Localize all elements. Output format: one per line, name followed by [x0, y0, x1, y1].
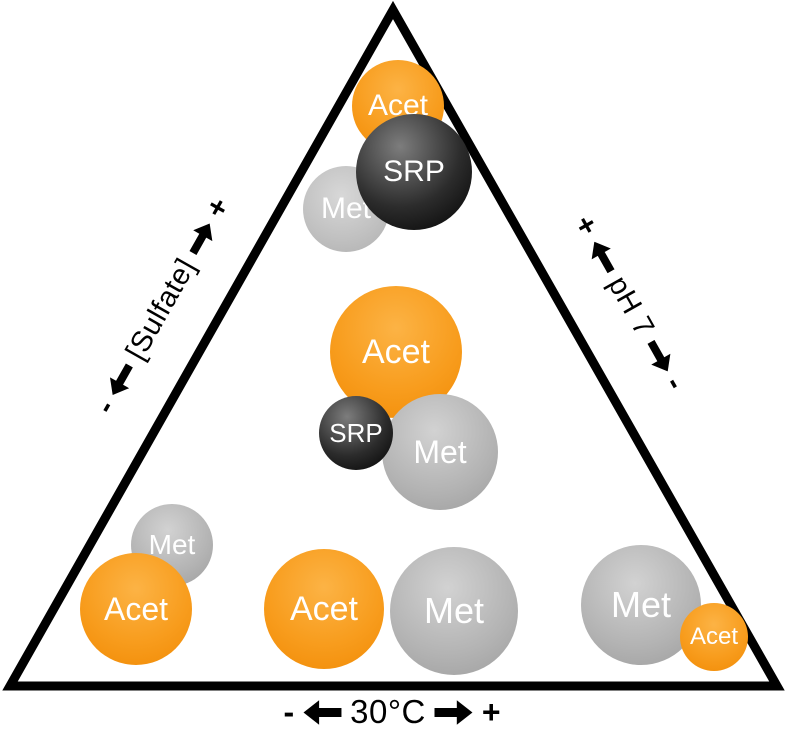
arrow-right-icon	[189, 223, 213, 256]
arrow-right-icon	[434, 699, 473, 725]
bubble-acet: Acet	[264, 549, 384, 669]
bubble-acet: Acet	[680, 603, 748, 671]
axis-ph: + pH 7 -	[566, 210, 692, 396]
arrow-left-icon	[591, 241, 615, 273]
temperature-axis-label: 30°C	[350, 693, 426, 730]
bubble-srp: SRP	[319, 396, 393, 470]
arrow-right-icon	[647, 339, 671, 372]
bubble-srp: SRP	[356, 114, 472, 230]
temperature-min-sign: -	[283, 693, 295, 730]
bubble-acet: Acet	[80, 553, 192, 665]
axis-temperature: - 30°C +	[283, 693, 500, 731]
arrow-left-icon	[109, 363, 133, 395]
temperature-max-sign: +	[481, 693, 501, 730]
bubble-met: Met	[390, 547, 518, 675]
axis-sulfate: - [Sulfate] +	[89, 192, 238, 420]
bubble-met: Met	[382, 394, 498, 510]
arrow-left-icon	[303, 699, 342, 725]
